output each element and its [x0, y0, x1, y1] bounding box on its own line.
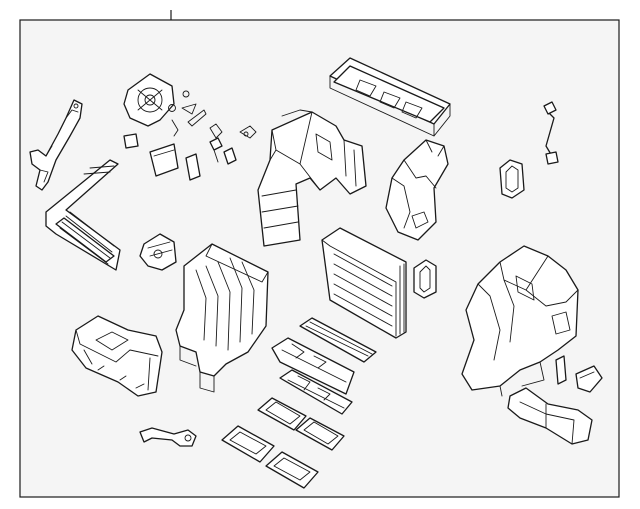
mode-door-2: [271, 337, 355, 395]
actuator-connector: [575, 365, 603, 393]
lower-duct-body: [175, 243, 269, 393]
outlet-duct: [507, 387, 593, 445]
filter-cartridge-4: [265, 451, 319, 489]
filter-cartridge-2: [295, 417, 345, 451]
upper-hvac-case: [257, 109, 367, 247]
blower-cover: [123, 73, 175, 127]
drain-hose: [139, 427, 197, 447]
seal-gasket-upper: [499, 159, 525, 199]
filter-cartridge-3: [221, 425, 275, 463]
mode-door-3: [279, 369, 353, 415]
lower-tray: [71, 315, 163, 397]
heater-core: [45, 159, 121, 271]
mounting-bracket: [29, 99, 83, 191]
fastener-cluster: [168, 90, 257, 139]
right-hvac-case: [461, 245, 579, 397]
seal-gasket-lower: [413, 259, 437, 299]
filter-cartridge-1: [257, 397, 307, 431]
temperature-sensor: [555, 355, 567, 385]
actuator-motor: [139, 233, 177, 271]
blower-housing: [385, 139, 449, 241]
mode-door-1: [299, 317, 377, 363]
filter-frame-top: [329, 57, 451, 137]
connector-parts: [123, 133, 237, 181]
evaporator-core: [321, 227, 407, 339]
wire-harness: [543, 101, 559, 165]
